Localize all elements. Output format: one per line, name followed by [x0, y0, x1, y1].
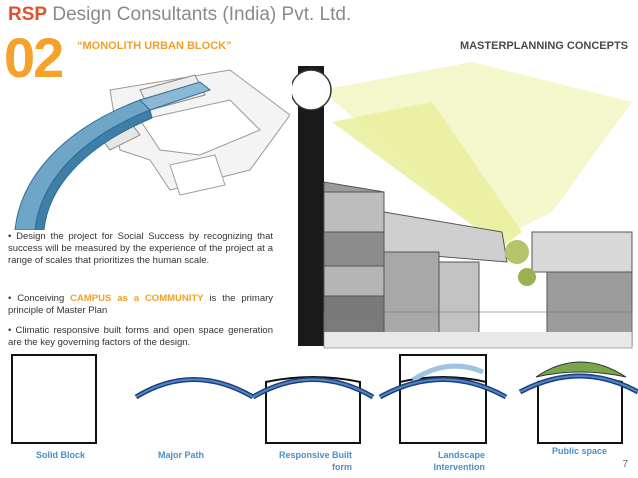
- bullet-campus-community: • Conceiving CAMPUS as a COMMUNITY is th…: [8, 293, 273, 317]
- caption-responsive-built-form: Responsive Built form: [278, 450, 352, 472]
- solid-block-diagram: [11, 354, 97, 444]
- concept-diagrams: [11, 354, 638, 444]
- section-title: MASTERPLANNING CONCEPTS: [459, 40, 628, 52]
- caption-solid-block: Solid Block: [36, 450, 86, 460]
- bullet-text: is the primary principle of Master Plan: [8, 293, 274, 316]
- section-number: 02: [4, 26, 64, 89]
- massing-model-illustration: [14, 69, 290, 230]
- page-number: 7: [622, 459, 628, 470]
- caption-landscape-intervention: Landscape Intervention: [433, 450, 485, 472]
- bullet-text: • Conceiving: [8, 293, 71, 304]
- landscape-intervention-diagram: [378, 354, 508, 444]
- street-perspective-illustration: [292, 62, 633, 349]
- responsive-built-form-diagram: [251, 376, 375, 444]
- company-header: RSP Design Consultants (India) Pvt. Ltd.: [8, 4, 351, 26]
- bullet-climatic: • Climatic responsive built forms and op…: [8, 325, 273, 348]
- caption-major-path: Major Path: [158, 450, 205, 460]
- bullet-social-success: • Design the project for Social Success …: [8, 231, 273, 266]
- company-brand: RSP: [8, 4, 48, 25]
- company-name: Design Consultants (India) Pvt. Ltd.: [47, 4, 352, 25]
- public-space-diagram: [518, 361, 638, 444]
- major-path-diagram: [134, 377, 255, 400]
- caption-public-space: Public space: [552, 446, 608, 456]
- concept-title: “MONOLITH URBAN BLOCK”: [77, 40, 232, 52]
- highlight-text: CAMPUS as a COMMUNITY: [70, 293, 204, 304]
